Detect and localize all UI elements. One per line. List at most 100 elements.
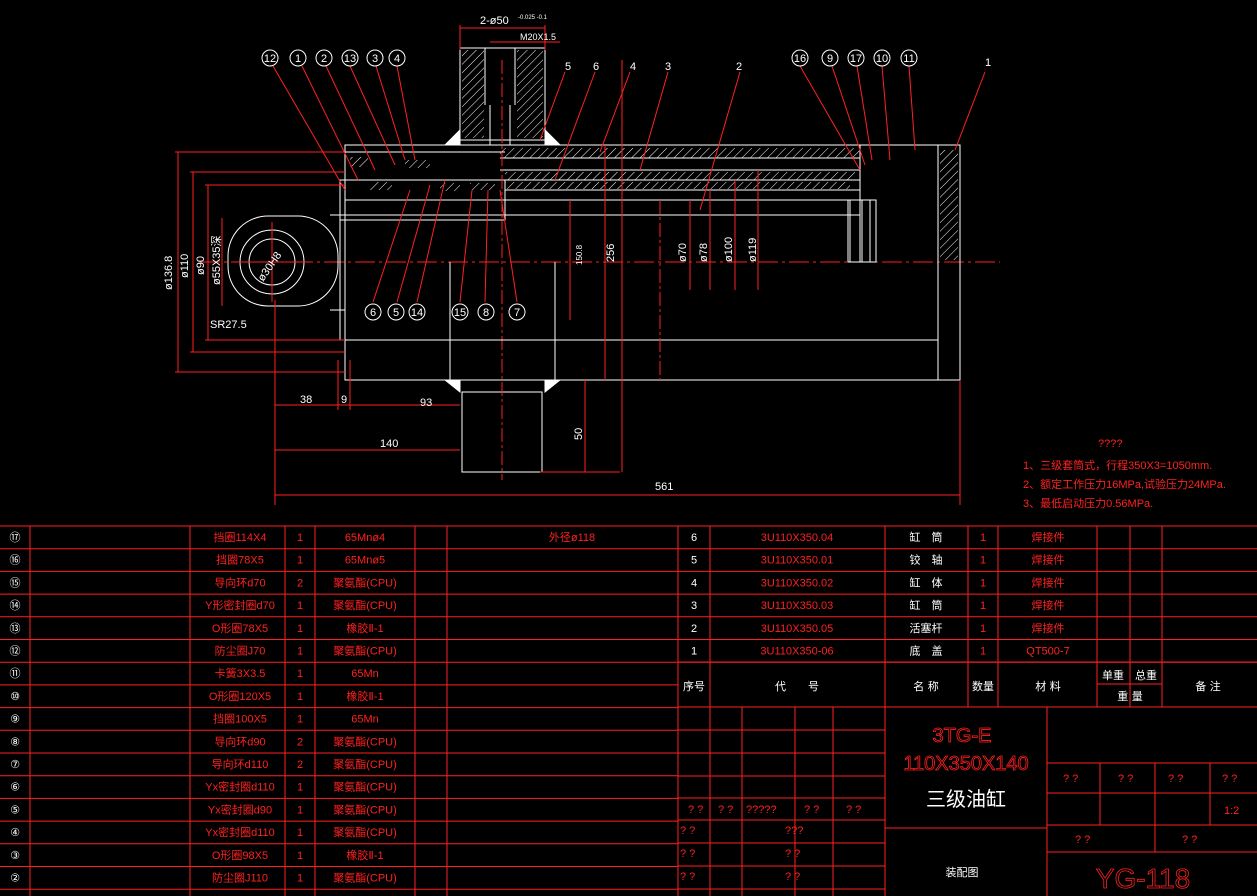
dim-d1: ø136.8	[163, 256, 175, 290]
bom-right-no: 1	[691, 646, 697, 658]
end-cap	[937, 144, 961, 381]
callout: 4	[630, 61, 636, 73]
dim-sr: SR27.5	[210, 319, 247, 331]
balloon: 15	[454, 307, 466, 319]
dim-d11: ø119	[747, 238, 759, 262]
bom-left-mat: 聚氨酯(CPU)	[333, 735, 397, 748]
dim-d7: 256	[605, 244, 617, 262]
bom-left-qty: 1	[297, 804, 303, 816]
balloons-top-right: 16 9 17 10 11	[791, 49, 918, 67]
dim-d6: 150.8	[575, 244, 584, 265]
sig-q9: ? ?	[785, 848, 800, 860]
bom-left-qty: 1	[297, 873, 303, 885]
bom-left-qty: 1	[297, 646, 303, 658]
bom-left-qty: 1	[297, 600, 303, 612]
bom-left-mat: 聚氨酯(CPU)	[333, 803, 397, 816]
bom-header: 序号 代 号 名 称 数量 材 料 单重 总重 重 量 备 注 外径ø118	[549, 531, 1257, 708]
sig-q8: ? ?	[680, 848, 695, 860]
dim-d5: ø30H8	[256, 250, 285, 284]
bom-right-no: 4	[691, 577, 697, 589]
bom-left-no: ⑦	[10, 758, 20, 771]
bom-right-no: 6	[691, 532, 697, 544]
bom-left-no: ⑰	[10, 531, 21, 544]
bom-right-code: 3U110X350-06	[760, 646, 833, 658]
bom-left-qty: 1	[297, 827, 303, 839]
balloon: 2	[321, 53, 327, 65]
bom-left-name: 防尘圈J70	[215, 644, 266, 658]
bom-right-mat: 焊接件	[1032, 553, 1065, 567]
bom-left-qty: 1	[297, 714, 303, 726]
callout: 3	[665, 61, 671, 73]
clevis-eye	[227, 215, 339, 307]
tb-q6: ? ?	[1182, 834, 1197, 846]
dim-l2: 9	[341, 394, 347, 406]
balloon: 12	[264, 53, 276, 65]
bom-left-mat: 聚氨酯(CPU)	[333, 645, 397, 658]
bom-right-name: 缸 筒	[910, 530, 943, 544]
bom-left-no: ⑮	[10, 576, 21, 589]
bom-left-name: Y形密封圈d70	[205, 598, 275, 612]
balloons-top-left: 12 1 2 13 3 4	[261, 49, 406, 67]
bom-left-qty: 1	[297, 782, 303, 794]
bom-right-code: 3U110X350.05	[761, 623, 834, 635]
bom-left-name: 挡圈114X4	[214, 530, 267, 544]
bom-left-qty: 1	[297, 532, 303, 544]
note-3: 3、最低启动压力0.56MPa.	[1023, 497, 1153, 510]
drawing-number: YG-118	[1096, 863, 1190, 894]
sig-q4: ? ?	[804, 804, 819, 816]
balloon: 13	[344, 53, 356, 65]
bom-left-mat: 65Mnø4	[345, 532, 385, 544]
dim-d9: ø78	[698, 243, 710, 262]
bom-left-no: ④	[10, 826, 20, 839]
bom-left-qty: 2	[297, 736, 303, 748]
bom-left-no: ⑨	[10, 713, 20, 726]
dim-l4: 140	[380, 438, 398, 450]
sig-q11: ? ?	[785, 871, 800, 883]
bom-left-qty: 1	[297, 668, 303, 680]
note-1: 1、三级套筒式，行程350X3=1050mm.	[1023, 458, 1212, 472]
hdr-no: 序号	[683, 679, 705, 693]
dim-top-port-tol: -0.025 -0.1	[518, 15, 548, 21]
bom-right-code: 3U110X350.03	[761, 600, 834, 612]
bom-left-mat: 聚氨酯(CPU)	[333, 872, 397, 885]
technical-notes: ???? 1、三级套筒式，行程350X3=1050mm. 2、额定工作压力16M…	[1023, 438, 1226, 510]
balloon: 16	[794, 53, 806, 65]
dim-d8: ø70	[677, 243, 689, 262]
bom-table	[0, 525, 1257, 896]
bom-left-mat: 聚氨酯(CPU)	[333, 599, 397, 612]
bom-right-no: 2	[691, 623, 697, 635]
title-name: 三级油缸	[926, 787, 1006, 811]
hdr-w2: 总重	[1135, 668, 1157, 682]
bom-left-no: ②	[10, 872, 20, 885]
bom-right-qty: 1	[980, 646, 986, 658]
bom-left-no: ⑪	[10, 667, 21, 680]
sig-q5: ? ?	[846, 804, 861, 816]
dim-top-port: 2-ø50	[480, 15, 509, 27]
balloon: 5	[393, 307, 399, 319]
callout: 1	[985, 57, 991, 69]
bom-right-code: 3U110X350.04	[761, 532, 834, 544]
bom-left-mat: 65Mnø5	[345, 555, 385, 567]
cylinder-drawing	[175, 25, 1000, 505]
bom-left-mat: 聚氨酯(CPU)	[333, 576, 397, 589]
note-2: 2、额定工作压力16MPa,试验压力24MPa.	[1023, 477, 1226, 491]
tb-q5: ? ?	[1075, 834, 1090, 846]
bom-left-no: ⑫	[10, 645, 21, 658]
title-spec: 110X350X140	[903, 753, 1028, 775]
bom-right-name: 缸 体	[910, 575, 943, 589]
hdr-mat: 材 料	[1035, 679, 1061, 693]
bom-left-qty: 1	[297, 691, 303, 703]
bom-left-mat: 橡胶Ⅱ-1	[346, 689, 383, 703]
bom-left-name: Yx密封圈d90	[208, 802, 272, 816]
bom-left-no: ⑩	[10, 690, 20, 703]
bom-left-qty: 2	[297, 759, 303, 771]
balloon: 11	[903, 53, 914, 65]
sig-q1: ? ?	[688, 804, 703, 816]
dim-d4: ø55X35深	[210, 235, 223, 285]
bom-left-mat: 聚氨酯(CPU)	[333, 826, 397, 839]
sig-q3: ?????	[746, 804, 777, 816]
dim-l1: 38	[300, 394, 312, 406]
bom-right-name: 铰 轴	[910, 553, 943, 567]
callouts-top: 5 6 4 3 2 1	[565, 57, 991, 73]
